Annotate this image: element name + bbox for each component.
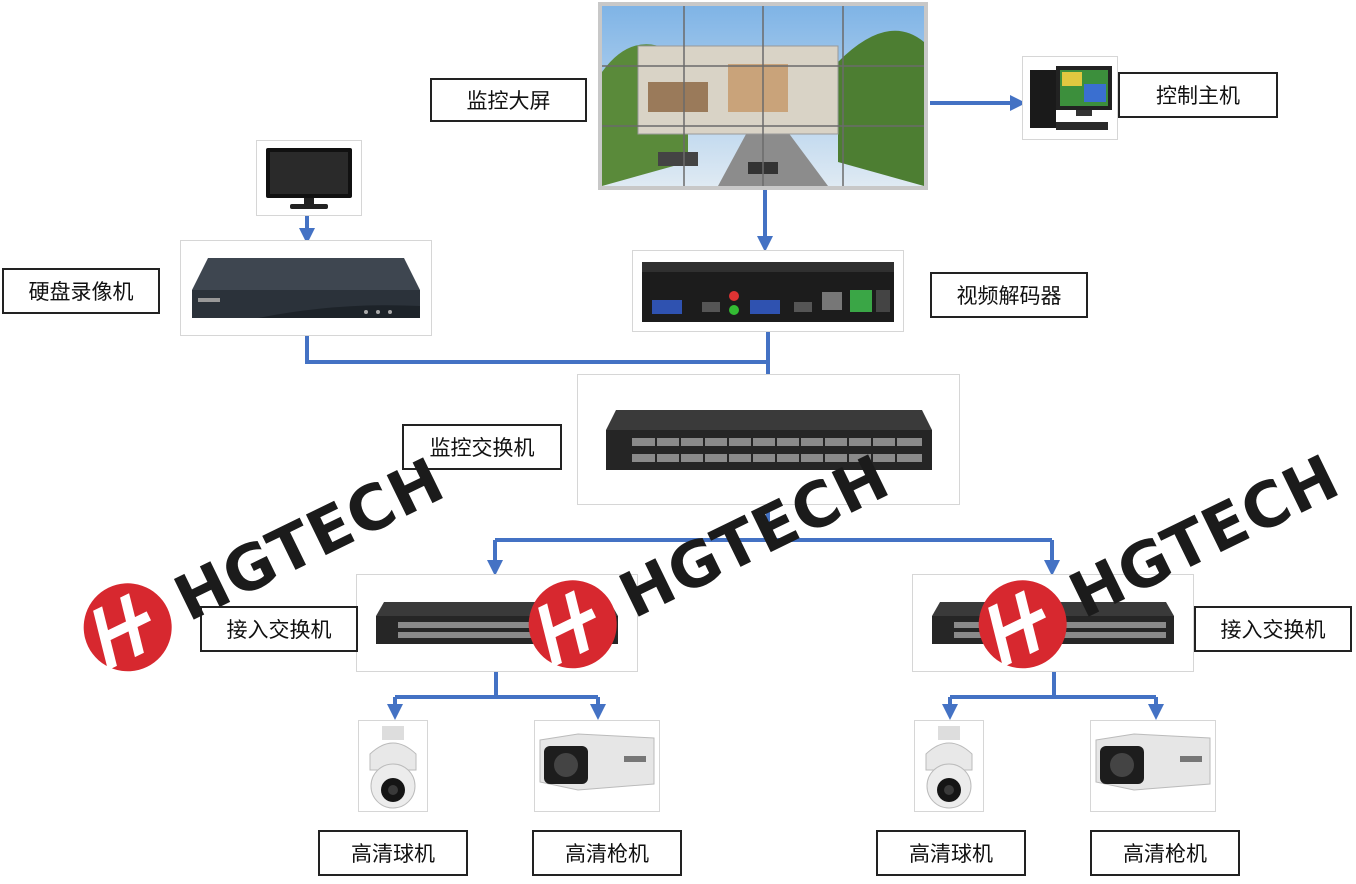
video-decoder-icon — [638, 256, 898, 326]
dome-camera-icon — [916, 724, 982, 812]
hgtech-logo-icon — [528, 580, 617, 669]
dome-camera-left-label: 高清球机 — [318, 830, 468, 876]
dome-camera-icon — [360, 724, 426, 812]
video-wall-icon — [598, 2, 928, 190]
bullet-camera-icon — [1094, 728, 1212, 800]
core-switch-label: 监控交换机 — [402, 424, 562, 470]
watermark: HGTECH — [60, 440, 456, 724]
control-host-label: 控制主机 — [1118, 72, 1278, 118]
bullet-camera-left-label: 高清枪机 — [532, 830, 682, 876]
hgtech-logo-icon — [83, 583, 172, 672]
watermark: HGTECH — [955, 437, 1351, 721]
dome-camera-right-label: 高清球机 — [876, 830, 1026, 876]
network-switch-icon — [604, 406, 934, 474]
bullet-camera-right-label: 高清枪机 — [1090, 830, 1240, 876]
desktop-computer-icon — [1026, 60, 1114, 136]
monitor-icon — [262, 146, 356, 212]
access-switch-right-label: 接入交换机 — [1194, 606, 1352, 652]
nvr-to-core-line — [305, 336, 768, 364]
decoder-label: 视频解码器 — [930, 272, 1088, 318]
nvr-label: 硬盘录像机 — [2, 268, 160, 314]
access-switch-left-label: 接入交换机 — [200, 606, 358, 652]
nvr-icon — [188, 250, 424, 326]
watermark: HGTECH — [505, 437, 901, 721]
hgtech-logo-icon — [978, 580, 1067, 669]
video-wall-label: 监控大屏 — [430, 78, 587, 122]
bullet-camera-icon — [538, 728, 656, 800]
